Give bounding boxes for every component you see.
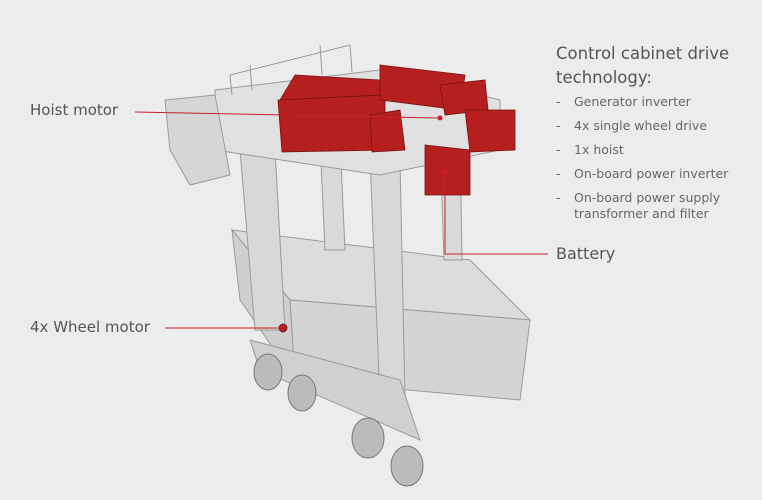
hoist-drive-box (277, 94, 386, 153)
list-item: -On-board power supply transformer and f… (556, 190, 721, 221)
list-item: -On-board power inverter (556, 166, 729, 181)
list-item: -1x hoist (556, 142, 624, 157)
battery-leader (444, 172, 548, 255)
operator-cab (164, 94, 231, 186)
cabinet-list: -Generator inverter -4x single wheel dri… (556, 94, 762, 230)
list-item: -Generator inverter (556, 94, 691, 109)
drive-components (277, 64, 516, 333)
hoist-motor-label: Hoist motor (30, 101, 119, 119)
wheel-motor-label: 4x Wheel motor (30, 318, 150, 336)
battery-label: Battery (556, 244, 616, 263)
hoist-motor-leader (134, 111, 441, 119)
battery-pack (424, 144, 471, 196)
wheels (253, 353, 424, 487)
cabinet-title: Control cabinet drive technology: (556, 44, 730, 87)
list-item: -4x single wheel drive (556, 118, 707, 133)
